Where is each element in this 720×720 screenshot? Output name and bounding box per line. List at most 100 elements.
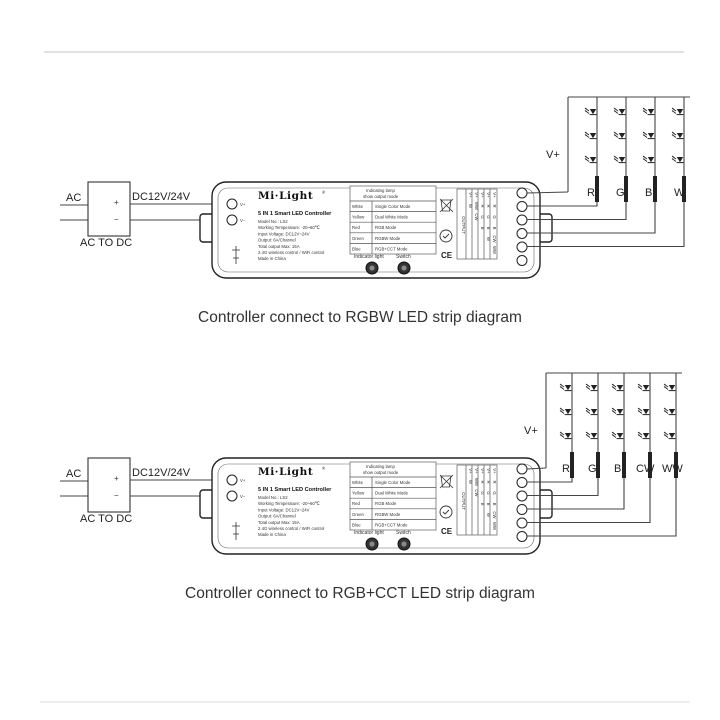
output-cell: W [486,237,491,242]
channel-label: G [616,187,625,199]
mode-color: Yellow [352,215,365,220]
mode-name: Dual White Mode [375,215,409,220]
output-cell: V+ [480,468,485,474]
led-triangle [668,385,676,391]
led-arrowheads [585,156,587,161]
channel-label: CW [636,463,655,475]
brand-logo: Mi·Light [258,190,313,202]
mode-name: Single Color Mode [375,204,411,209]
channel-label: W [674,187,685,199]
channel-feed-wire [527,478,573,483]
led-triangle [564,385,572,391]
output-cell: W [486,513,491,518]
led-triangle [668,409,676,415]
led-triangle [676,157,684,163]
channel-lead [624,176,628,202]
output-cell: CW [474,489,479,497]
led-triangle [647,109,655,115]
mode-color: Green [352,512,365,517]
vplus-label: V+ [524,425,538,437]
output-cell: G [480,215,485,219]
channel-feed-wire [527,478,625,510]
switch-label: Switch [396,530,411,536]
led-icon [642,155,655,164]
adapter-label: AC TO DC [80,513,132,525]
led-arrowheads [643,156,645,161]
terminal-vplus-label: V+ [240,202,246,207]
switch-button-center [401,265,407,271]
switch-label: Switch [396,254,411,260]
output-cell: R [480,204,485,207]
led-arrowheads [664,408,666,413]
channel-feed-wire [527,202,656,234]
led-icon [613,107,626,116]
output-terminal [516,255,528,266]
led-icon [663,431,676,440]
mode-color: Yellow [352,491,365,496]
cert-mark-icon [439,505,453,519]
indicator-label: Indicator light [354,254,384,260]
output-cell: V+ [486,192,491,198]
output-cell: CW [492,511,497,519]
vplus-link [526,191,569,194]
output-cell: B [492,227,497,230]
led-icon [613,155,626,164]
output-cell: WW [492,246,497,255]
output-cell: V+ [486,468,491,474]
output-cell: G [486,491,491,495]
output-terminal [516,504,528,515]
output-cell: B [486,227,491,230]
output-cell: B [480,227,485,230]
output-cell: W [468,480,473,485]
adapter-label: AC TO DC [80,237,132,249]
output-cell: B [480,503,485,506]
led-arrowheads [612,432,614,437]
ac-label: AC [66,468,81,480]
mode-name: RGBW Mode [375,512,401,517]
output-cell: B [492,503,497,506]
mode-table-header: Indicating lamp [366,464,396,469]
led-icon [584,155,597,164]
led-triangle [642,433,650,439]
terminal-vplus-label: V+ [240,478,246,483]
led-icon [671,155,684,164]
channel-lead [674,452,678,478]
channel-lead [596,452,600,478]
led-triangle [589,109,597,115]
led-icon [559,431,572,440]
channel-feed-wire [527,478,651,524]
led-arrowheads [614,132,616,137]
led-arrowheads [638,408,640,413]
led-arrowheads [585,132,587,137]
registered-mark: ® [322,190,326,195]
output-terminal [516,228,528,239]
spec-line: Model No.: LS2 [258,495,288,500]
led-triangle [668,433,676,439]
output-terminal [516,187,528,199]
cert-mark-icon [439,229,453,243]
output-terminal [516,490,528,502]
mode-name: RGB Mode [375,501,397,506]
output-cell: R [492,204,497,207]
indicator-light-center [369,265,375,271]
output-cell: G [492,491,497,495]
output-cell: V+ [480,192,485,198]
led-icon [637,431,650,440]
mode-table-header: show output mode [363,470,399,475]
mode-table-header: show output mode [363,194,399,199]
diagram-caption: Controller connect to RGBW LED strip dia… [198,309,522,326]
output-cell: CW [492,235,497,243]
led-arrowheads [638,384,640,389]
led-arrowheads [643,108,645,113]
output-cell: WW [492,522,497,531]
spec-line: Working Temperature: -20~60℃ [258,501,320,506]
led-icon [663,407,676,416]
led-icon [637,407,650,416]
ac-dc-adapter-box [87,181,131,237]
led-icon [613,131,626,140]
led-triangle [618,109,626,115]
led-arrowheads [585,108,587,113]
mode-name: Dual White Mode [375,491,409,496]
